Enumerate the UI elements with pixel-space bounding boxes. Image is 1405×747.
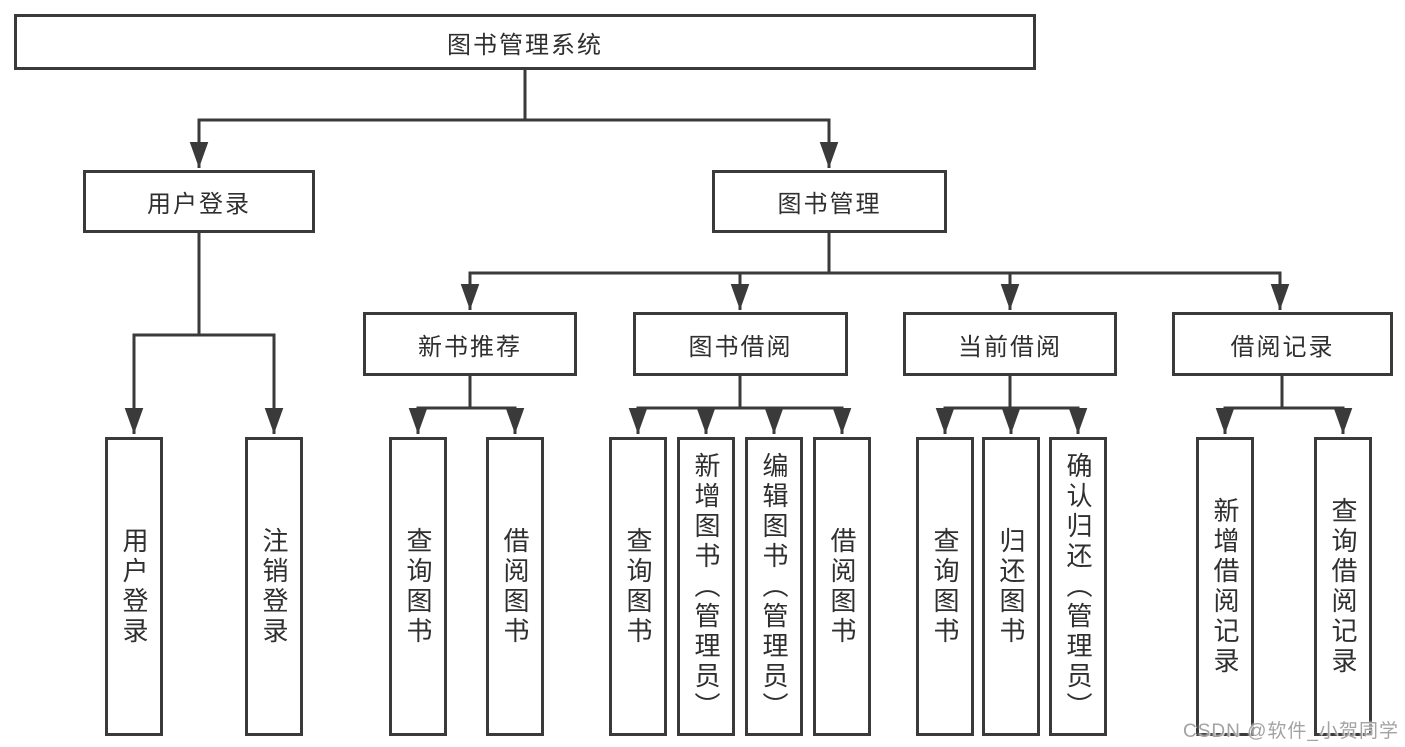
node-new-book-recommend-label: 新书推荐 (418, 333, 522, 361)
leaf-borrow-books-1-label: 借阅图书 (500, 526, 530, 647)
node-current-borrow-label: 当前借阅 (958, 333, 1062, 361)
leaf-borrow-books-1: 借阅图书 (486, 437, 544, 736)
leaf-borrow-books-2: 借阅图书 (813, 437, 871, 736)
leaf-query-books-2-label: 查询图书 (623, 526, 653, 647)
node-borrow-records: 借阅记录 (1172, 312, 1393, 376)
node-book-management: 图书管理 (712, 170, 947, 233)
leaf-add-books-admin: 新增图书（管理员） (677, 437, 735, 736)
leaf-query-books-3-label: 查询图书 (930, 526, 960, 647)
leaf-return-books-label: 归还图书 (996, 526, 1026, 647)
leaf-query-books-1-label: 查询图书 (403, 526, 433, 647)
csdn-watermark: CSDN @软件_小贺同学 (1183, 721, 1399, 742)
leaf-edit-books-admin-label: 编辑图书（管理员） (759, 451, 789, 722)
leaf-query-books-3: 查询图书 (916, 437, 974, 736)
leaf-query-borrow-record: 查询借阅记录 (1314, 437, 1372, 736)
leaf-logout-login: 注销登录 (245, 437, 303, 736)
node-user-login-label: 用户登录 (147, 191, 251, 218)
leaf-confirm-return-admin: 确认归还（管理员） (1049, 437, 1107, 736)
node-root-label: 图书管理系统 (447, 31, 603, 59)
leaf-user-login-label: 用户登录 (119, 526, 149, 647)
leaf-add-borrow-record-label: 新增借阅记录 (1210, 496, 1240, 677)
node-borrow-records-label: 借阅记录 (1230, 333, 1335, 361)
node-book-borrow-label: 图书借阅 (688, 333, 793, 361)
leaf-logout-login-label: 注销登录 (259, 526, 289, 647)
leaf-query-books-1: 查询图书 (389, 437, 447, 736)
leaf-query-books-2: 查询图书 (609, 437, 667, 736)
leaf-return-books: 归还图书 (982, 437, 1040, 736)
leaf-add-borrow-record: 新增借阅记录 (1196, 437, 1254, 736)
leaf-confirm-return-admin-label: 确认归还（管理员） (1063, 451, 1093, 722)
leaf-user-login: 用户登录 (105, 437, 163, 736)
leaf-add-books-admin-label: 新增图书（管理员） (691, 451, 721, 722)
leaf-borrow-books-2-label: 借阅图书 (827, 526, 857, 647)
node-new-book-recommend: 新书推荐 (363, 312, 577, 376)
leaf-edit-books-admin: 编辑图书（管理员） (745, 437, 803, 736)
node-current-borrow: 当前借阅 (903, 312, 1117, 376)
node-root: 图书管理系统 (14, 14, 1036, 70)
leaf-query-borrow-record-label: 查询借阅记录 (1328, 496, 1358, 677)
node-book-borrow: 图书借阅 (633, 312, 848, 376)
node-book-management-label: 图书管理 (777, 191, 882, 218)
node-user-login: 用户登录 (83, 170, 315, 233)
